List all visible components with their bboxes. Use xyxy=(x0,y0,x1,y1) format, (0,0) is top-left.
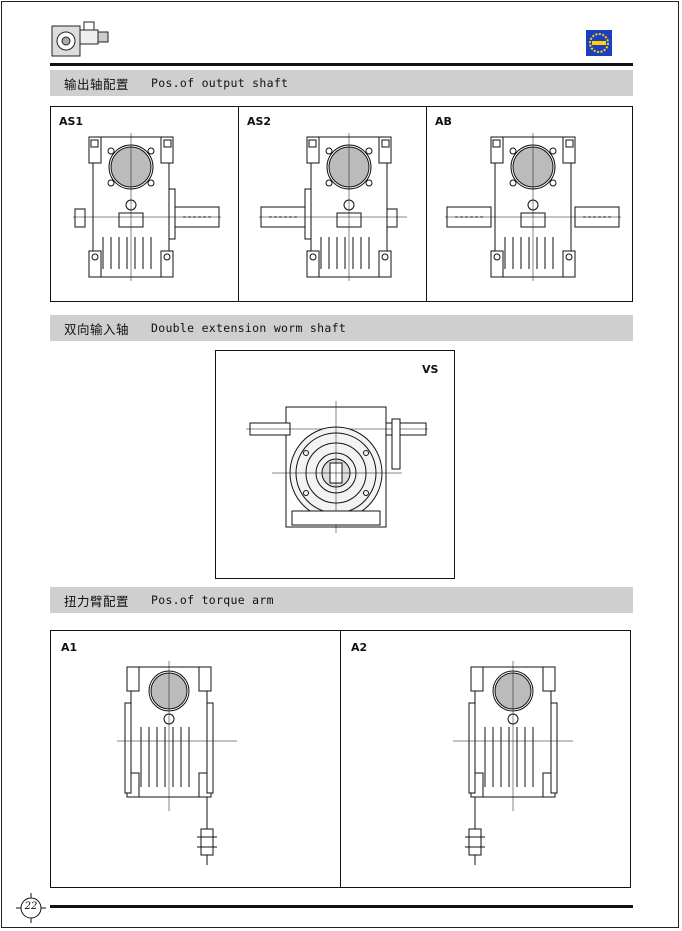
section-title-zh: 双向输入轴 xyxy=(64,321,130,337)
output-position-panel-as1: AS1 xyxy=(50,106,239,302)
torque-arm-drawing-a1 xyxy=(117,661,257,867)
gear-motor-thumbnail-icon xyxy=(50,16,112,60)
gearbox-drawing-ab xyxy=(445,133,621,283)
torque-arm-panel-a2: A2 xyxy=(340,630,631,888)
vs-panel: VS xyxy=(215,350,455,579)
position-label: A2 xyxy=(351,641,368,654)
position-label: AB xyxy=(435,115,452,128)
torque-arm-drawing-a2 xyxy=(453,661,593,867)
position-label: AS2 xyxy=(247,115,272,128)
torque-arm-panel-a1: A1 xyxy=(50,630,341,888)
section-title-en: Pos.of output shaft xyxy=(151,76,289,90)
section-title-en: Double extension worm shaft xyxy=(151,321,347,335)
worm-gearbox-front-drawing xyxy=(242,401,432,533)
header-rule xyxy=(50,63,633,66)
section-double-extension-bar: 双向输入轴 Double extension worm shaft xyxy=(50,315,633,341)
page-number-badge: 22 xyxy=(16,893,46,923)
position-label: A1 xyxy=(61,641,78,654)
output-position-panel-as2: AS2 xyxy=(238,106,427,302)
position-label: AS1 xyxy=(59,115,84,128)
vs-label: VS xyxy=(422,363,439,376)
footer-rule xyxy=(50,905,633,908)
section-output-shaft-bar: 输出轴配置 Pos.of output shaft xyxy=(50,70,633,96)
section-title-zh: 扭力臂配置 xyxy=(64,593,130,609)
section-title-zh: 输出轴配置 xyxy=(64,76,130,92)
output-position-panel-ab: AB xyxy=(426,106,633,302)
section-torque-arm-bar: 扭力臂配置 Pos.of torque arm xyxy=(50,587,633,613)
section-title-en: Pos.of torque arm xyxy=(151,593,274,607)
gearbox-drawing-as1 xyxy=(73,133,223,283)
gear-logo-icon xyxy=(586,30,612,56)
gearbox-drawing-as2 xyxy=(259,133,409,283)
page-number: 22 xyxy=(24,901,38,912)
